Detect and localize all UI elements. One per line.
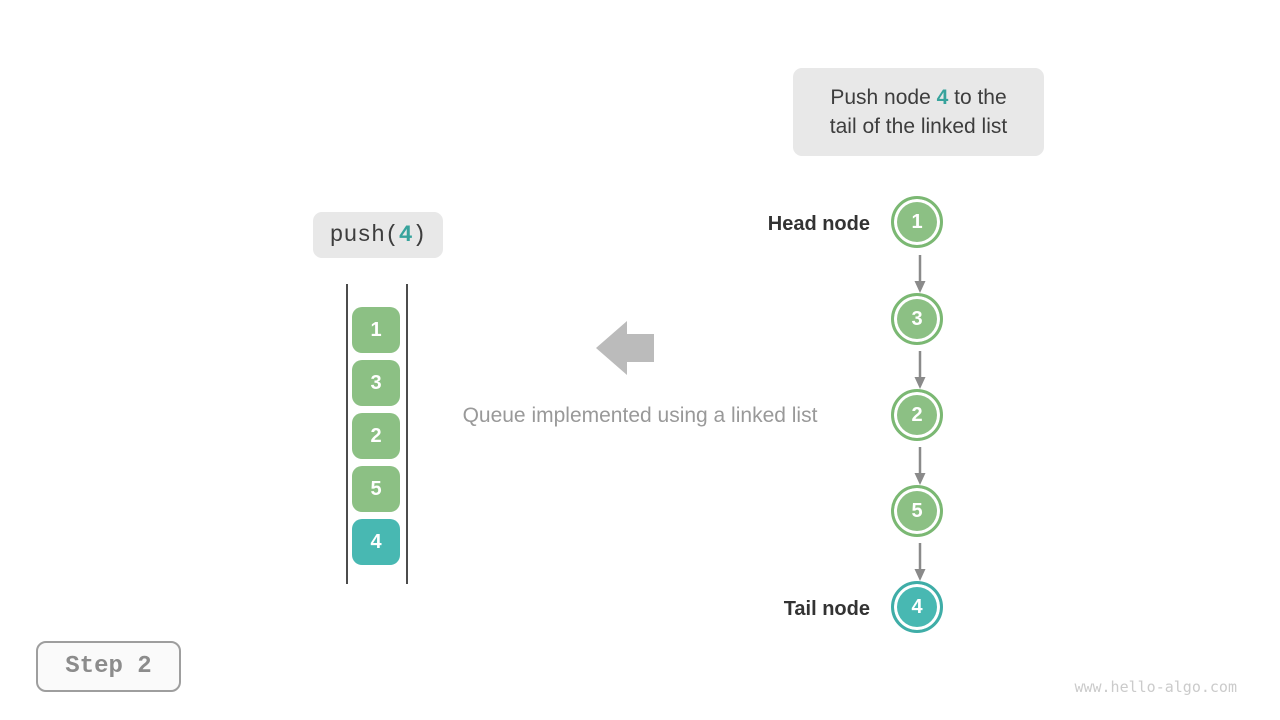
callout-line1-prefix: Push node (830, 86, 937, 109)
queue-cell: 3 (352, 360, 400, 406)
push-callout: Push node 4 to the tail of the linked li… (793, 68, 1044, 156)
list-node-tail: 4 (891, 581, 943, 633)
head-node-label: Head node (767, 213, 870, 235)
queue-wall-right (406, 284, 408, 584)
push-operation-label: push(4) (313, 212, 443, 258)
list-node: 3 (891, 293, 943, 345)
callout-line2: tail of the linked list (829, 115, 1008, 138)
down-arrow-icon (914, 351, 926, 389)
callout-line1: Push node 4 to the (793, 83, 1044, 112)
push-label-prefix: push( (329, 222, 399, 248)
queue-cell-pushed: 4 (352, 519, 400, 565)
list-node: 2 (891, 389, 943, 441)
list-node: 5 (891, 485, 943, 537)
diagram-caption: Queue implemented using a linked list (462, 404, 818, 427)
push-label-suffix: ) (412, 222, 427, 248)
left-block-arrow-icon (596, 321, 654, 375)
callout-line1-suffix: to the (948, 86, 1007, 109)
down-arrow-icon (914, 255, 926, 293)
watermark: www.hello-algo.com (1074, 678, 1237, 696)
queue-cell: 5 (352, 466, 400, 512)
list-node: 1 (891, 196, 943, 248)
tail-node-label: Tail node (783, 598, 870, 620)
queue-wall-left (346, 284, 348, 584)
step-badge: Step 2 (36, 641, 181, 692)
callout-highlight-value: 4 (936, 86, 949, 109)
push-label-value: 4 (398, 222, 413, 248)
queue-cell: 1 (352, 307, 400, 353)
down-arrow-icon (914, 543, 926, 581)
queue-cell: 2 (352, 413, 400, 459)
down-arrow-icon (914, 447, 926, 485)
